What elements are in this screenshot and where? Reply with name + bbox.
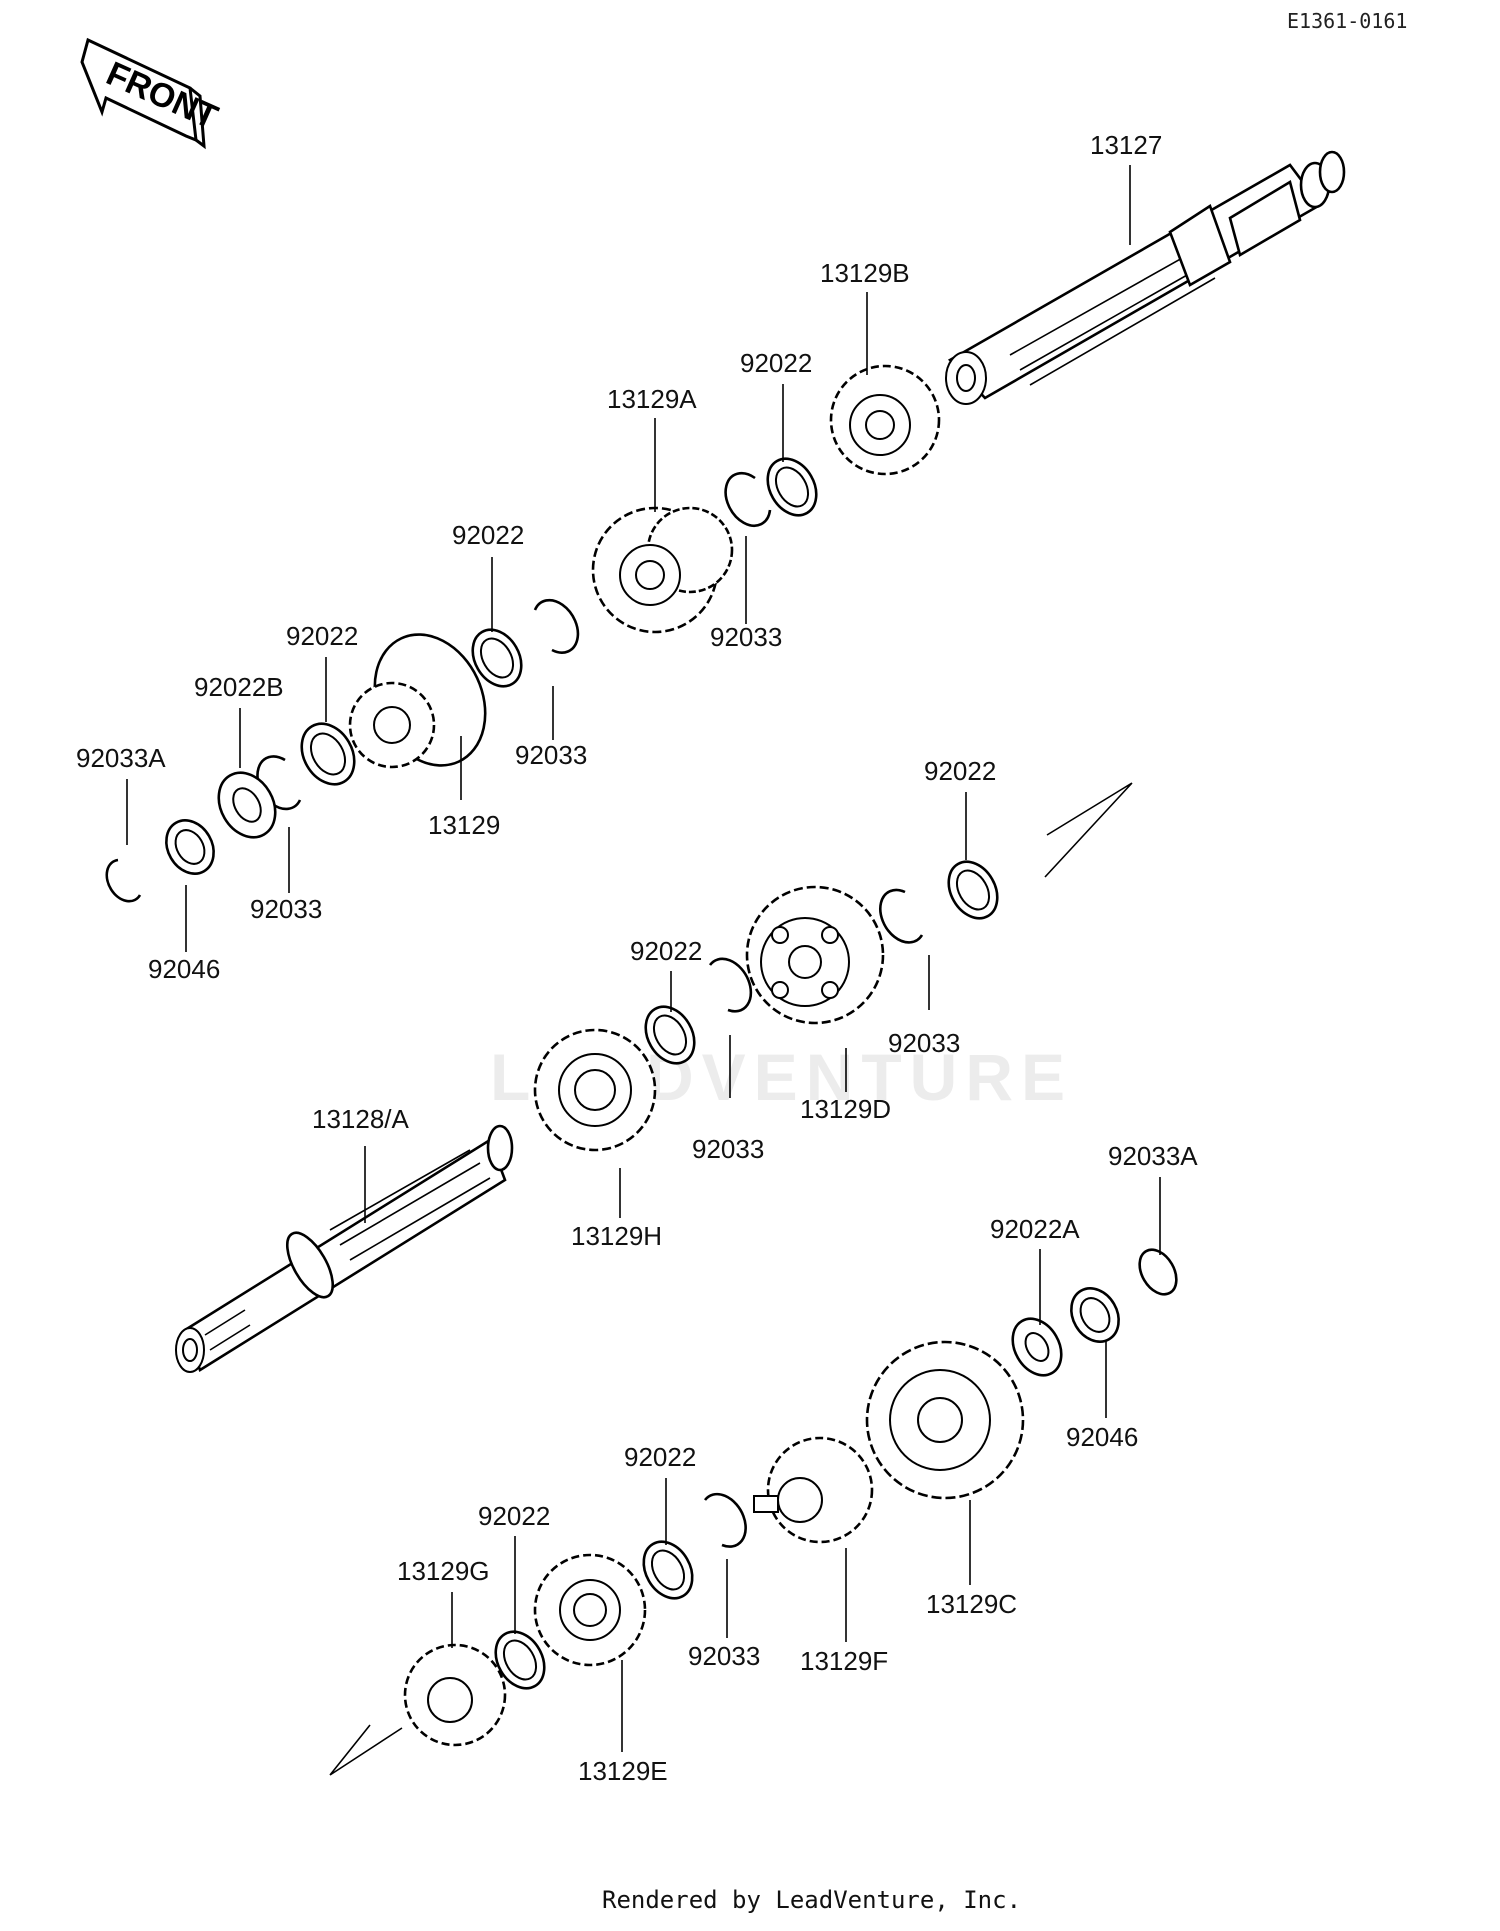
washer-92022-d[interactable] (939, 853, 1007, 927)
label-92033A-b: 92033A (1108, 1141, 1198, 1171)
label-92033-a: 92033 (710, 622, 782, 652)
gear-13129D[interactable] (745, 885, 885, 1025)
main-shaft-13127[interactable] (945, 150, 1346, 405)
gear-13129C[interactable] (865, 1340, 1025, 1500)
washer-92022-f[interactable] (634, 1533, 702, 1607)
circlip-92033-d[interactable] (879, 888, 924, 944)
leader-lines (126, 165, 1161, 1752)
label-13129H: 13129H (571, 1221, 662, 1251)
circlip-92033A-a[interactable] (105, 858, 142, 903)
bearing-92046-b[interactable] (1062, 1280, 1128, 1350)
label-92033-b: 92033 (515, 740, 587, 770)
front-direction-arrow: FRONT (80, 37, 223, 150)
gear-13129[interactable] (348, 616, 506, 783)
label-92046-b: 92046 (1066, 1422, 1138, 1452)
direction-indicator-upper (1044, 782, 1133, 878)
bearing-92046-a[interactable] (157, 812, 223, 882)
counter-shaft-13128A[interactable] (175, 1124, 514, 1373)
label-92022-f: 92022 (624, 1442, 696, 1472)
gear-13129E[interactable] (533, 1553, 647, 1667)
gear-13129A[interactable] (591, 506, 734, 634)
washer-92022-c[interactable] (291, 714, 365, 793)
label-92033-c: 92033 (250, 894, 322, 924)
label-92022-a: 92022 (740, 348, 812, 378)
label-13129D: 13129D (800, 1094, 891, 1124)
circlip-92033-a[interactable] (724, 471, 772, 527)
label-92033-e: 92033 (692, 1134, 764, 1164)
label-92033A-a: 92033A (76, 743, 166, 773)
washer-92022-g[interactable] (486, 1623, 554, 1697)
label-13129: 13129 (428, 810, 500, 840)
label-92022-d: 92022 (924, 756, 996, 786)
label-92022-e: 92022 (630, 936, 702, 966)
direction-indicator-lower (329, 1724, 403, 1776)
washer-92022B[interactable] (207, 763, 286, 848)
label-92022-c: 92022 (286, 621, 358, 651)
label-92022-b: 92022 (452, 520, 524, 550)
label-13128A: 13128/A (312, 1104, 410, 1134)
washer-92022A[interactable] (1003, 1310, 1071, 1384)
label-13129G: 13129G (397, 1556, 490, 1586)
label-92022B: 92022B (194, 672, 284, 702)
gear-13129B[interactable] (829, 364, 941, 476)
label-13129B: 13129B (820, 258, 910, 288)
label-92022-g: 92022 (478, 1501, 550, 1531)
label-92033-f: 92033 (688, 1641, 760, 1671)
label-92046-a: 92046 (148, 954, 220, 984)
gear-13129F[interactable] (753, 1436, 874, 1544)
circlip-92033-b[interactable] (533, 598, 580, 654)
label-13129A: 13129A (607, 384, 697, 414)
label-92022A: 92022A (990, 1214, 1080, 1244)
circlip-92033A-b[interactable] (1132, 1243, 1184, 1301)
circlip-92033-f[interactable] (703, 1492, 747, 1548)
label-13129F: 13129F (800, 1646, 888, 1676)
gear-13129H[interactable] (533, 1028, 657, 1152)
circlip-92033-e[interactable] (708, 957, 753, 1013)
footer-credit: Rendered by LeadVenture, Inc. (602, 1886, 1021, 1914)
washer-92022-e[interactable] (636, 998, 704, 1072)
gear-13129G[interactable] (403, 1643, 507, 1747)
diagram-reference-code: E1361-0161 (1287, 9, 1407, 33)
washer-92022-b[interactable] (463, 621, 531, 695)
label-13129E: 13129E (578, 1756, 668, 1786)
label-13129C: 13129C (926, 1589, 1017, 1619)
label-13127: 13127 (1090, 130, 1162, 160)
washer-92022-a[interactable] (758, 450, 826, 524)
label-92033-d: 92033 (888, 1028, 960, 1058)
